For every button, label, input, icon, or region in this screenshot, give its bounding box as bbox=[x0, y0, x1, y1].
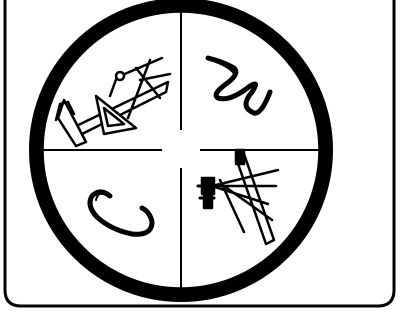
quartered-circle-emblem bbox=[36, 5, 326, 295]
